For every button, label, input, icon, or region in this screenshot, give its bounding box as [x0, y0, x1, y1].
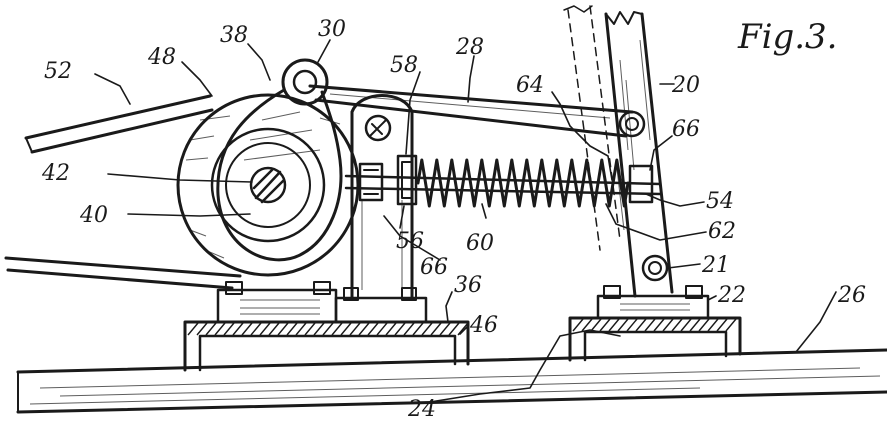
- figure-title: Fig.3.: [737, 17, 837, 57]
- left-mounting-block: [216, 281, 338, 324]
- leader-lines: [94, 39, 837, 403]
- reference-numerals: Fig.3. 52 48 38 30 58 28 64 20 66 42 40 …: [41, 17, 866, 422]
- lever-arm: [563, 5, 674, 298]
- center-mounting-block: [334, 287, 428, 324]
- spring-collar-58: [396, 154, 418, 206]
- label-64: 64: [516, 73, 544, 98]
- label-66-right: 66: [672, 117, 700, 142]
- label-36: 36: [454, 273, 482, 298]
- label-30: 30: [318, 17, 346, 42]
- label-42: 42: [41, 161, 70, 186]
- label-26: 26: [837, 283, 866, 308]
- label-22: 22: [717, 283, 746, 308]
- right-mounting-block: [596, 285, 710, 320]
- label-40: 40: [79, 203, 108, 228]
- label-46: 46: [469, 313, 498, 338]
- lower-cable: [4, 256, 242, 290]
- upper-cable: [24, 94, 214, 154]
- label-62: 62: [708, 219, 736, 244]
- label-24: 24: [407, 397, 436, 422]
- label-38: 38: [220, 23, 248, 48]
- label-66-left: 66: [420, 255, 448, 280]
- spring-right-nut: [628, 164, 654, 204]
- spring-left-nut: [358, 162, 384, 202]
- coil-spring: [416, 158, 630, 208]
- label-56: 56: [396, 229, 424, 254]
- drum: [176, 93, 360, 277]
- label-20: 20: [671, 73, 700, 98]
- base-rail: [16, 348, 887, 414]
- label-48: 48: [147, 45, 176, 70]
- label-28: 28: [455, 35, 484, 60]
- label-58: 58: [390, 53, 418, 78]
- label-54: 54: [706, 189, 734, 214]
- label-60: 60: [466, 231, 494, 256]
- shaft: [249, 166, 287, 204]
- label-52: 52: [44, 59, 72, 84]
- label-21: 21: [701, 253, 730, 278]
